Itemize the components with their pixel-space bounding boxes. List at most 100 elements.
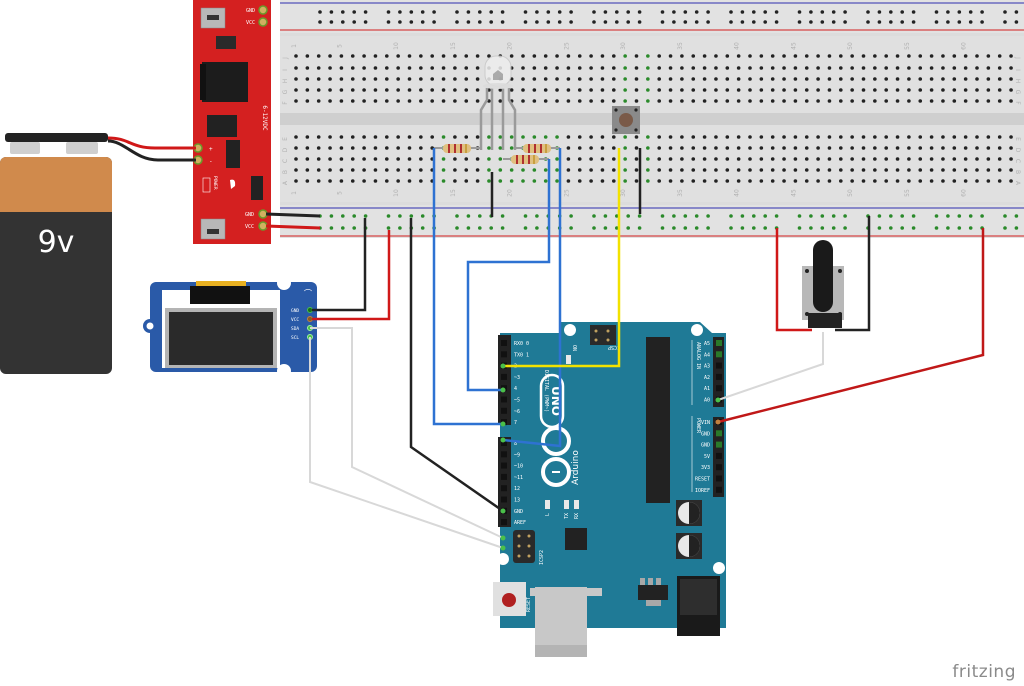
breadboard-hole bbox=[714, 157, 718, 161]
breadboard-hole bbox=[373, 66, 378, 70]
breadboard-hole bbox=[759, 77, 764, 81]
breadboard-hole bbox=[543, 66, 548, 70]
rail-hole bbox=[478, 214, 482, 218]
breadboard-hole bbox=[1009, 168, 1013, 172]
breadboard-hole bbox=[475, 99, 480, 103]
rail-hole bbox=[603, 10, 608, 14]
breadboard-hole bbox=[487, 168, 491, 172]
breadboard-hole bbox=[702, 54, 707, 58]
breadboard-hole bbox=[589, 54, 593, 58]
row-label: J bbox=[1014, 56, 1021, 59]
breadboard-hole bbox=[532, 66, 537, 70]
rail-hole bbox=[729, 226, 733, 230]
breadboard-hole bbox=[566, 66, 571, 70]
reset-label: RESET bbox=[526, 597, 532, 612]
rail-hole bbox=[500, 10, 505, 14]
digital-pin-label: TX0 1 bbox=[514, 352, 529, 358]
breadboard-hole bbox=[793, 88, 798, 92]
breadboard-hole bbox=[770, 146, 775, 150]
breadboard-hole bbox=[612, 135, 616, 139]
breadboard-hole bbox=[373, 146, 378, 150]
breadboard-hole bbox=[407, 88, 412, 92]
breadboard-hole bbox=[634, 54, 639, 58]
breadboard-hole bbox=[339, 77, 344, 81]
rail-hole bbox=[889, 214, 893, 218]
breadboard-hole bbox=[918, 146, 923, 150]
analog-header-label: ANALOG IN bbox=[695, 342, 701, 369]
breadboard-hole bbox=[691, 146, 696, 150]
breadboard-hole bbox=[373, 168, 378, 172]
column-label: 20 bbox=[507, 189, 514, 197]
breadboard-hole bbox=[997, 88, 1002, 92]
row-label: H bbox=[1014, 79, 1021, 84]
rail-hole bbox=[797, 214, 802, 218]
row-label: C bbox=[282, 159, 289, 163]
breadboard-hole bbox=[316, 135, 321, 139]
analog-pin-label: A4 bbox=[704, 352, 710, 358]
breadboard-hole bbox=[419, 77, 423, 81]
battery-clip bbox=[5, 133, 108, 142]
pin-gnd-bottom bbox=[258, 209, 268, 219]
breadboard-hole bbox=[362, 168, 366, 172]
breadboard-hole bbox=[634, 179, 639, 183]
breadboard-hole bbox=[963, 179, 968, 183]
column-label: 35 bbox=[677, 189, 684, 197]
breadboard-hole bbox=[475, 54, 480, 58]
breadboard-hole bbox=[941, 88, 945, 92]
rail-hole bbox=[752, 20, 756, 24]
rail-hole bbox=[968, 10, 973, 14]
breadboard-hole bbox=[521, 99, 525, 103]
breadboard-hole bbox=[793, 66, 798, 70]
reset-button-cap[interactable] bbox=[502, 593, 516, 607]
breadboard-hole bbox=[907, 157, 911, 161]
breadboard-hole bbox=[305, 66, 310, 70]
rail-hole bbox=[432, 10, 436, 14]
rail-hole bbox=[672, 10, 676, 14]
rail-hole bbox=[672, 214, 676, 218]
rail-hole bbox=[592, 10, 596, 14]
breadboard-hole bbox=[441, 168, 446, 172]
rail-hole bbox=[729, 20, 733, 24]
breadboard-hole bbox=[963, 99, 968, 103]
breadboard-hole bbox=[963, 168, 968, 172]
breadboard-hole bbox=[884, 168, 888, 172]
breadboard-center-channel bbox=[280, 113, 1024, 125]
row-label: F bbox=[1014, 101, 1021, 105]
icsp2-label: ICSP2 bbox=[539, 550, 545, 565]
breadboard-hole bbox=[770, 77, 775, 81]
header-pin bbox=[716, 351, 722, 358]
breadboard-hole bbox=[861, 146, 866, 150]
tx-led bbox=[564, 500, 569, 509]
header-pin bbox=[716, 385, 722, 392]
breadboard-hole bbox=[975, 179, 979, 183]
breadboard-hole bbox=[350, 77, 355, 81]
rail-hole bbox=[341, 10, 345, 14]
breadboard-hole bbox=[736, 146, 741, 150]
breadboard-hole bbox=[475, 179, 480, 183]
rail-hole bbox=[672, 20, 676, 24]
breadboard-hole bbox=[827, 146, 832, 150]
rail-hole bbox=[557, 10, 562, 14]
breadboard-hole bbox=[929, 99, 934, 103]
breadboard-hole bbox=[725, 88, 730, 92]
breadboard-hole bbox=[895, 179, 900, 183]
pushbutton[interactable] bbox=[612, 106, 640, 134]
breadboard-hole bbox=[725, 66, 730, 70]
breadboard-hole bbox=[770, 88, 775, 92]
rail-hole bbox=[752, 10, 756, 14]
oled-pin-gnd bbox=[307, 307, 313, 313]
breadboard-hole bbox=[316, 77, 321, 81]
breadboard-hole bbox=[385, 88, 389, 92]
breadboard-hole bbox=[963, 77, 968, 81]
arduino-brand-label: Arduino bbox=[571, 450, 581, 485]
breadboard-hole bbox=[316, 168, 321, 172]
breadboard-hole bbox=[305, 135, 310, 139]
potentiometer[interactable] bbox=[802, 240, 844, 328]
digital-pin-label: 4 bbox=[514, 386, 517, 392]
breadboard-hole bbox=[986, 88, 991, 92]
breadboard-hole bbox=[328, 135, 332, 139]
breadboard-hole bbox=[1009, 157, 1013, 161]
rail-hole bbox=[877, 10, 882, 14]
breadboard-hole bbox=[646, 66, 650, 70]
